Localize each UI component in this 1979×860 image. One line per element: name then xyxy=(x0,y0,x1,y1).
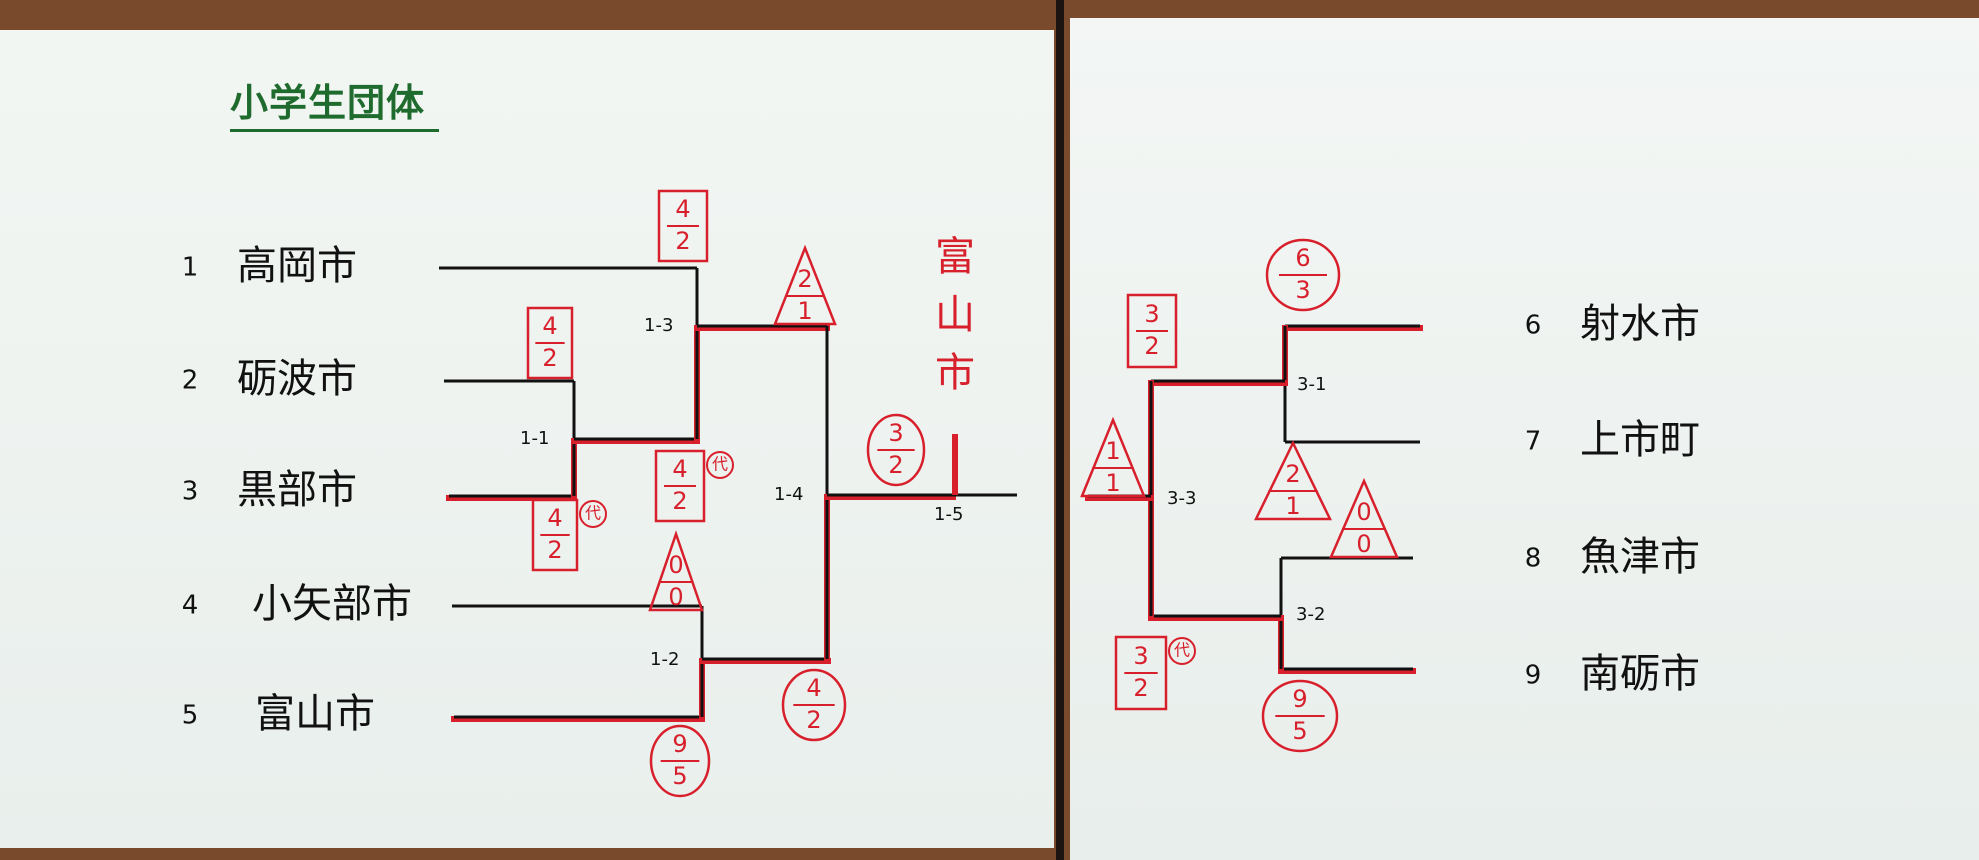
team-name: 富山市 xyxy=(255,691,375,737)
team-seed: 2 xyxy=(182,366,199,396)
match-label: 1-1 xyxy=(520,428,549,449)
left-bracket-sheet xyxy=(0,30,1054,848)
score-triangle xyxy=(648,530,704,612)
score-top: 0 xyxy=(668,551,683,579)
match-label: 3-3 xyxy=(1167,488,1196,509)
score-triangle xyxy=(1329,477,1399,559)
score-top: 6 xyxy=(1295,244,1310,272)
score-triangle xyxy=(773,244,837,326)
sheet-divider xyxy=(1056,0,1064,860)
score-bottom: 1 xyxy=(797,297,812,325)
substitute-mark-circle xyxy=(579,500,607,528)
score-box xyxy=(1114,635,1168,711)
score-top: 3 xyxy=(888,419,903,447)
score-bottom: 5 xyxy=(672,762,687,790)
score-bottom: 2 xyxy=(806,706,821,734)
score-triangle xyxy=(1080,416,1146,498)
score-top: 9 xyxy=(1292,685,1307,713)
score-bottom: 2 xyxy=(547,536,562,564)
score-bottom: 0 xyxy=(668,583,683,611)
score-top: 4 xyxy=(675,195,690,223)
score-bottom: 1 xyxy=(1285,492,1300,520)
score-bottom: 3 xyxy=(1295,276,1310,304)
score-top: 3 xyxy=(1144,300,1159,328)
score-top: 2 xyxy=(1285,460,1300,488)
team-seed: 8 xyxy=(1525,544,1542,574)
team-seed: 1 xyxy=(182,253,199,283)
score-top: 4 xyxy=(806,674,821,702)
score-bottom: 5 xyxy=(1292,717,1307,745)
substitute-mark: 代 xyxy=(585,504,601,523)
team-name: 砺波市 xyxy=(237,356,357,402)
score-circle xyxy=(1261,679,1339,753)
score-top: 3 xyxy=(1133,642,1148,670)
team-seed: 3 xyxy=(182,477,199,507)
team-name: 黒部市 xyxy=(237,467,357,513)
match-label: 1-2 xyxy=(650,649,679,670)
match-label: 1-3 xyxy=(644,315,673,336)
score-top: 9 xyxy=(672,730,687,758)
match-label: 1-4 xyxy=(774,484,803,505)
score-bottom: 0 xyxy=(1356,530,1371,558)
score-top: 2 xyxy=(797,265,812,293)
score-top: 4 xyxy=(547,504,562,532)
champion-name: 富山市 xyxy=(935,234,975,396)
substitute-mark-circle xyxy=(706,451,734,479)
bracket-title: 小学生団体 xyxy=(230,72,440,132)
team-seed: 6 xyxy=(1525,311,1542,341)
team-name: 上市町 xyxy=(1580,417,1700,463)
score-circle xyxy=(649,724,711,798)
team-name: 小矢部市 xyxy=(252,581,412,627)
team-seed: 5 xyxy=(182,701,199,731)
score-bottom: 2 xyxy=(1144,332,1159,360)
match-label: 3-2 xyxy=(1296,604,1325,625)
score-top: 0 xyxy=(1356,498,1371,526)
substitute-mark: 代 xyxy=(712,455,728,474)
score-top: 4 xyxy=(672,455,687,483)
score-bottom: 2 xyxy=(1133,674,1148,702)
score-box xyxy=(654,449,706,523)
score-circle xyxy=(781,668,847,742)
team-name: 南砺市 xyxy=(1580,651,1700,697)
score-box xyxy=(526,306,574,380)
score-circle xyxy=(1265,238,1341,312)
score-box xyxy=(1126,293,1178,369)
team-name: 魚津市 xyxy=(1580,534,1700,580)
substitute-mark: 代 xyxy=(1174,641,1190,660)
team-name: 射水市 xyxy=(1580,301,1700,347)
substitute-mark-circle xyxy=(1168,637,1196,665)
right-bracket-sheet xyxy=(1070,18,1979,860)
score-top: 4 xyxy=(542,312,557,340)
score-box xyxy=(657,189,709,263)
team-name: 高岡市 xyxy=(237,243,357,289)
score-box xyxy=(531,498,579,572)
team-seed: 9 xyxy=(1525,661,1542,691)
team-seed: 7 xyxy=(1525,427,1542,457)
team-seed: 4 xyxy=(182,591,199,621)
score-bottom: 2 xyxy=(888,451,903,479)
score-top: 1 xyxy=(1105,437,1120,465)
score-bottom: 2 xyxy=(542,344,557,372)
score-bottom: 2 xyxy=(675,227,690,255)
score-triangle xyxy=(1254,440,1332,521)
score-bottom: 2 xyxy=(672,487,687,515)
match-label: 1-5 xyxy=(934,504,963,525)
match-label: 3-1 xyxy=(1297,374,1326,395)
score-circle xyxy=(866,413,926,487)
score-bottom: 1 xyxy=(1105,469,1120,497)
